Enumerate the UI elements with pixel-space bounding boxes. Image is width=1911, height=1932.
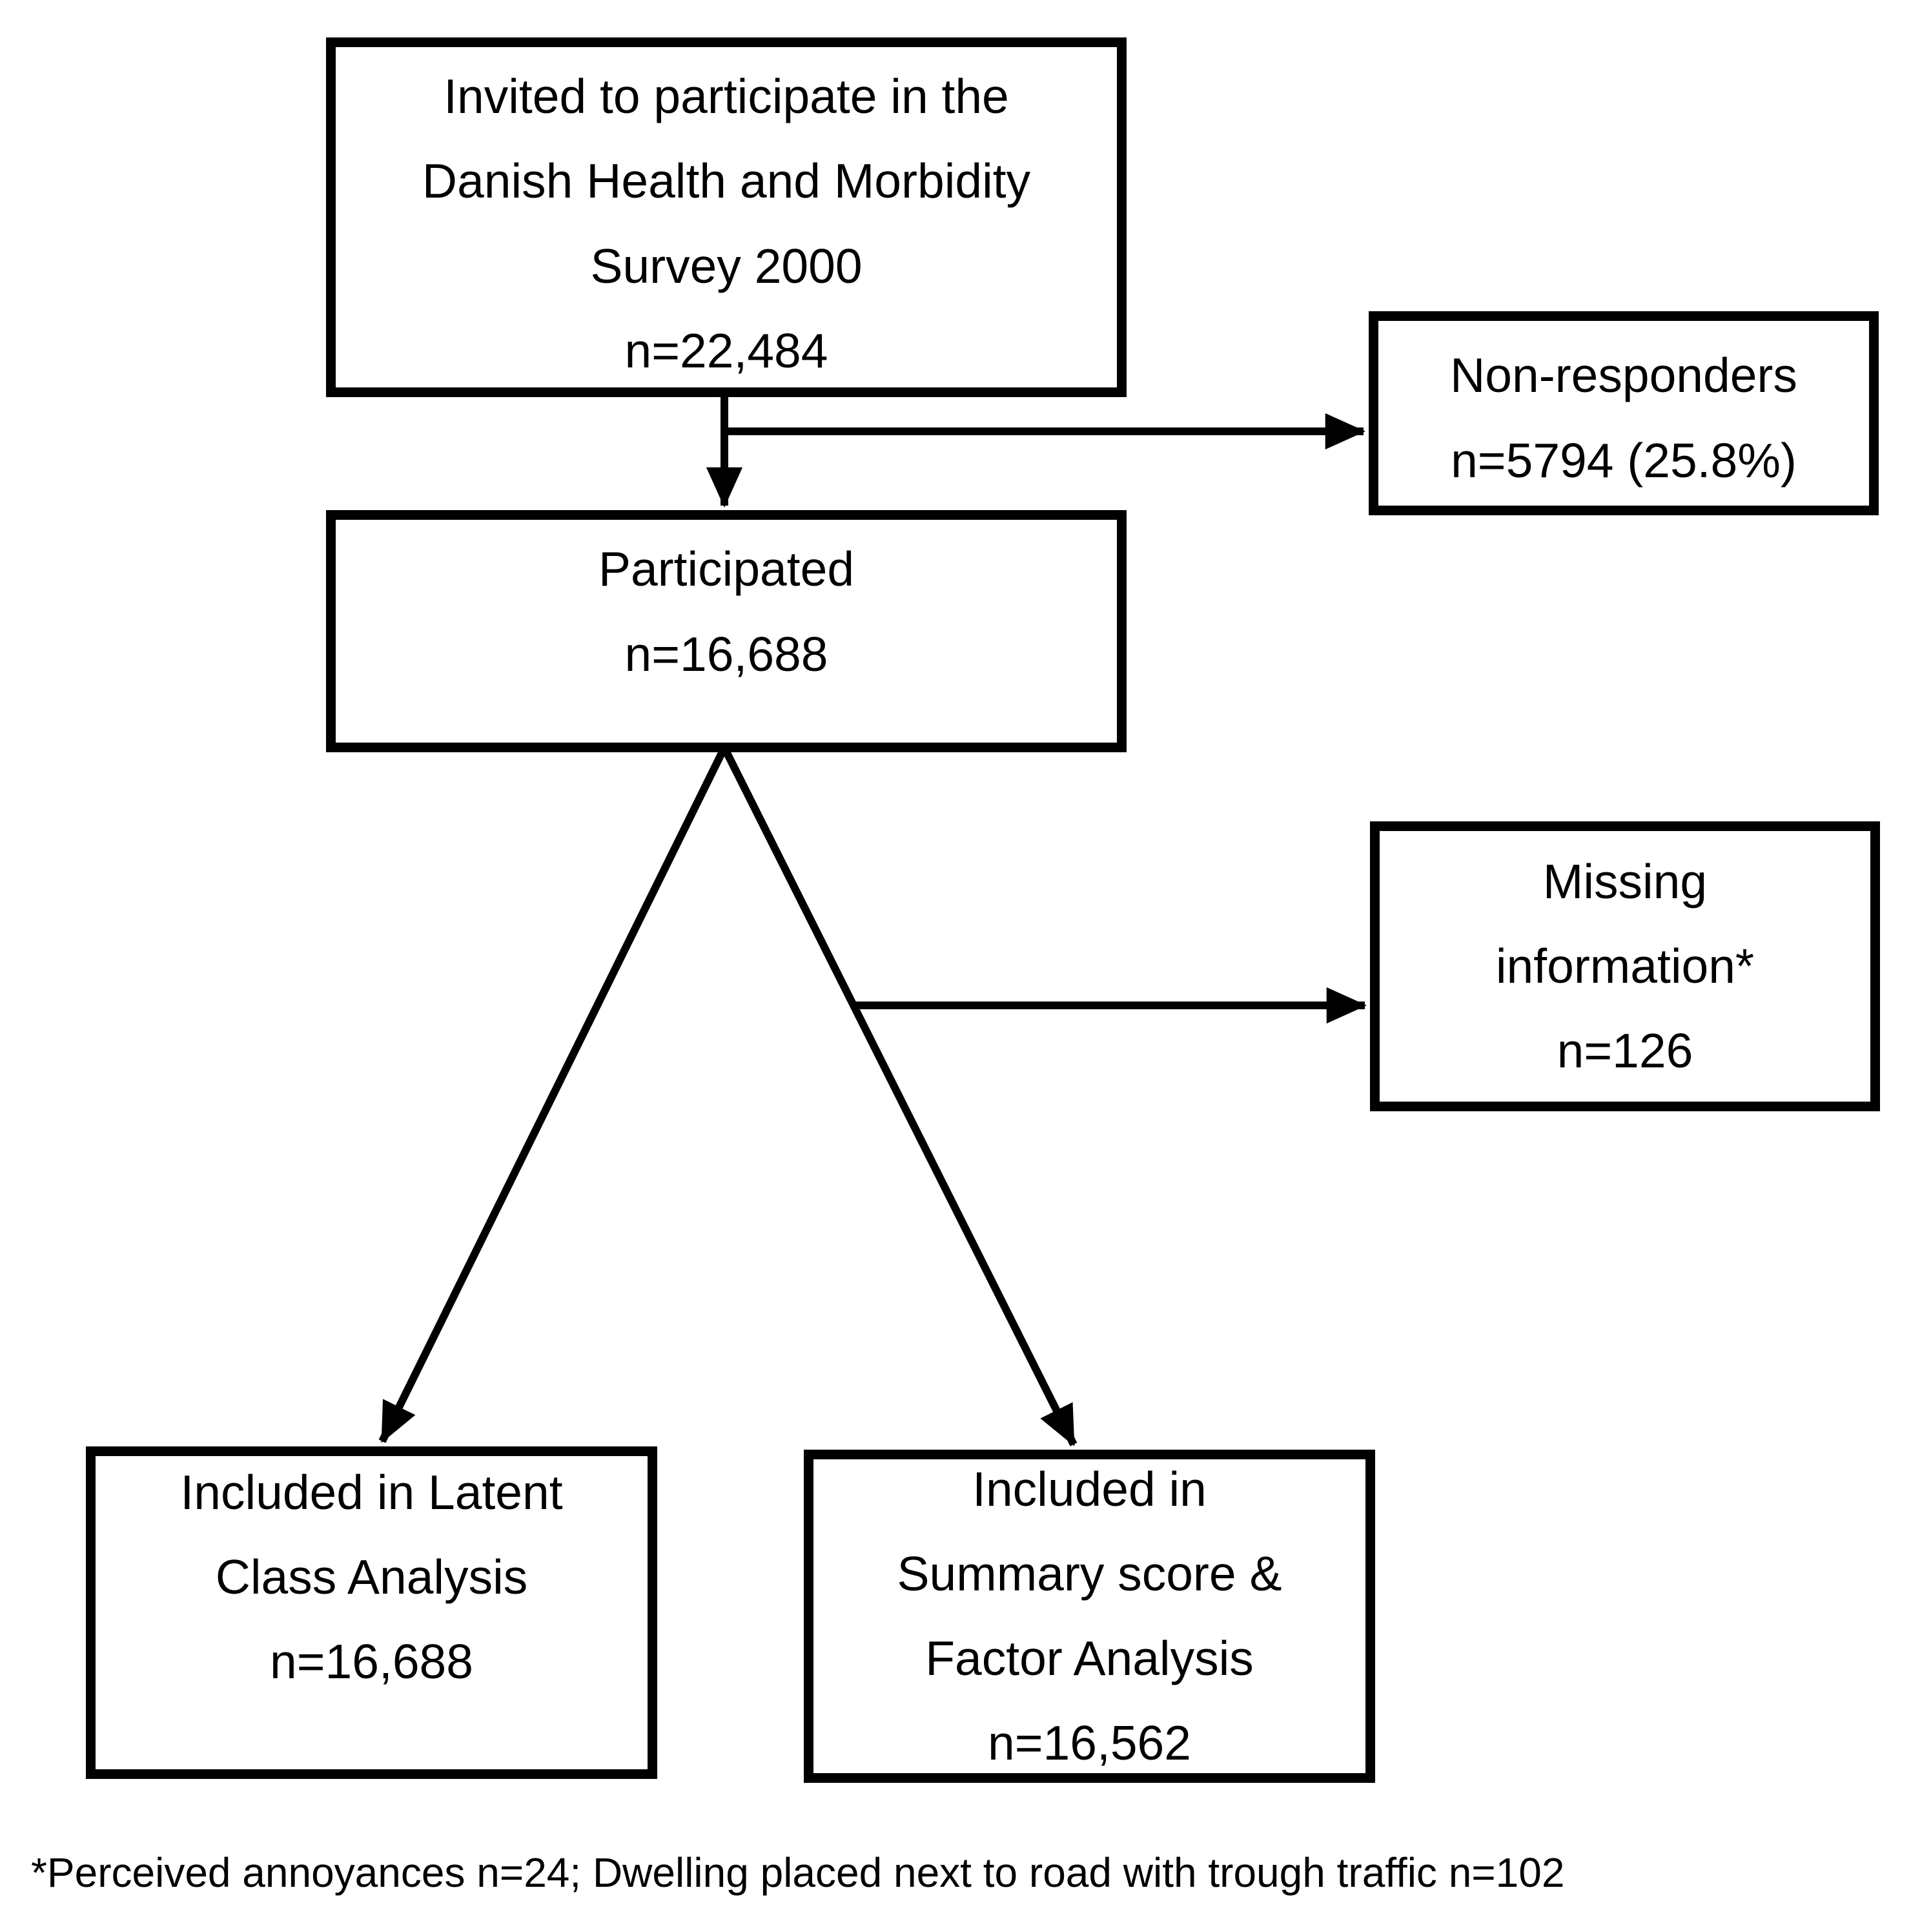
arrow-participated-to-latent-class bbox=[378, 746, 728, 1443]
box-invited-line: Survey 2000 bbox=[590, 238, 863, 293]
box-latent-class-analysis: Included in Latent Class Analysis n=16,6… bbox=[86, 1446, 657, 1779]
box-summary-factor-line: Included in bbox=[972, 1461, 1207, 1516]
box-summary-factor-line: Factor Analysis bbox=[925, 1631, 1254, 1685]
box-latent-class-line: Included in Latent bbox=[180, 1464, 563, 1519]
box-non-responders-line: Non-responders bbox=[1450, 348, 1797, 403]
box-participated: Participated n=16,688 bbox=[326, 510, 1127, 752]
box-non-responders-count: n=5794 (25.8%) bbox=[1451, 433, 1797, 488]
box-non-responders: Non-responders n=5794 (25.8%) bbox=[1369, 311, 1879, 515]
arrow-participated-to-summary-factor bbox=[720, 746, 1078, 1446]
box-latent-class-count: n=16,688 bbox=[270, 1634, 473, 1689]
footnote: *Perceived annoyances n=24; Dwelling pla… bbox=[31, 1849, 1565, 1896]
box-invited: Invited to participate in the Danish Hea… bbox=[326, 37, 1127, 397]
box-latent-class-line: Class Analysis bbox=[215, 1549, 528, 1604]
box-missing-information-count: n=126 bbox=[1557, 1023, 1693, 1078]
box-participated-count: n=16,688 bbox=[624, 626, 828, 681]
box-missing-information-line: information* bbox=[1495, 938, 1755, 993]
box-summary-factor-analysis: Included in Summary score & Factor Analy… bbox=[804, 1450, 1375, 1783]
box-invited-line: Danish Health and Morbidity bbox=[422, 154, 1031, 209]
box-invited-line: Invited to participate in the bbox=[444, 69, 1009, 123]
box-summary-factor-line: Summary score & bbox=[897, 1546, 1282, 1601]
box-summary-factor-count: n=16,562 bbox=[988, 1716, 1191, 1771]
box-invited-count: n=22,484 bbox=[624, 323, 828, 378]
box-missing-information-line: Missing bbox=[1542, 854, 1708, 909]
box-missing-information: Missing information* n=126 bbox=[1370, 821, 1880, 1111]
box-participated-line: Participated bbox=[598, 542, 855, 597]
